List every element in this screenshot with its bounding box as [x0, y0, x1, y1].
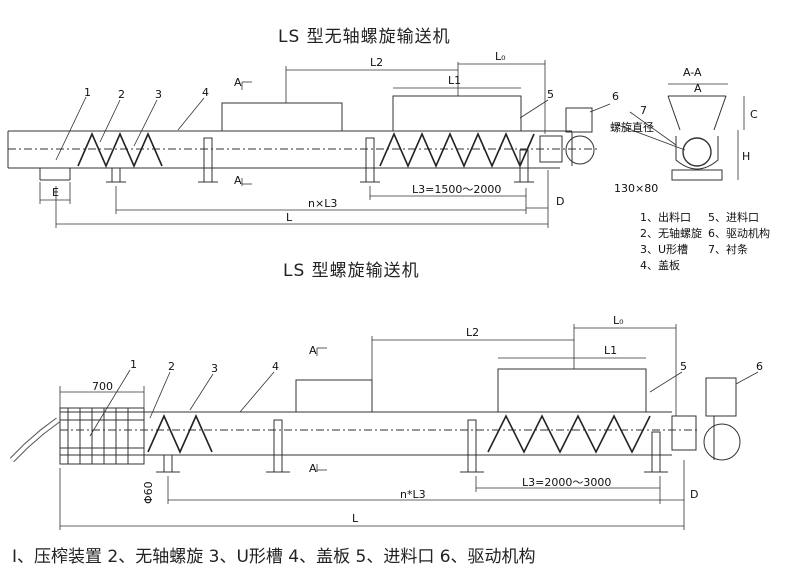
d2-inlet	[295, 368, 647, 413]
d2-dim-nL3: n*L3	[400, 488, 426, 501]
d1-spiral-diameter: 螺旋直径	[610, 120, 654, 134]
d1-dim-L2: L2	[370, 56, 383, 69]
d1-section-dim-A: A	[694, 82, 702, 95]
d2-label-4: 4	[272, 360, 279, 373]
d2-supports	[156, 419, 668, 473]
d2-label-6: 6	[756, 360, 763, 373]
d1-drive	[539, 107, 595, 166]
legend-item: 3、U形槽	[640, 243, 689, 256]
d1-dim-L1: L1	[448, 74, 461, 87]
d1-dimensions	[39, 60, 549, 228]
legend-item: 6、驱动机构	[708, 227, 770, 240]
d1-dim-E: E	[52, 186, 59, 199]
d1-section-dim-C: C	[750, 108, 758, 121]
legend-item: 1、出料口	[640, 211, 691, 224]
d1-dim-L: L	[286, 211, 293, 224]
d2-section-A-bottom: A	[309, 462, 317, 475]
d1-legend: 1、出料口 5、进料口 2、无轴螺旋 6、驱动机构 3、U形槽 7、衬条 4、盖板	[640, 210, 770, 274]
d1-trough	[7, 130, 600, 181]
d2-dim-L0: L₀	[613, 314, 624, 327]
d1-label-3: 3	[155, 88, 162, 101]
d1-bracket-size: 130×80	[614, 182, 658, 195]
d1-section-dim-H: H	[742, 150, 750, 163]
diagram2-title: LS 型螺旋输送机	[283, 261, 420, 281]
d1-dim-L0: L₀	[495, 50, 506, 63]
diagram2-caption: I、压榨装置 2、无轴螺旋 3、U形槽 4、盖板 5、进料口 6、驱动机构	[12, 547, 536, 567]
d2-section-A-top: A	[309, 344, 317, 357]
d1-section-A-top: A	[234, 76, 242, 89]
d1-label-6: 6	[612, 90, 619, 103]
d2-label-5: 5	[680, 360, 687, 373]
d1-inlet	[221, 95, 522, 132]
legend-item: 2、无轴螺旋	[640, 227, 702, 240]
d1-leaders	[55, 96, 611, 161]
d2-dim-phi60: Φ60	[142, 481, 155, 504]
d1-label-5: 5	[547, 88, 554, 101]
legend-row: 2、无轴螺旋 6、驱动机构	[640, 226, 770, 242]
d2-dim-D: D	[690, 488, 698, 501]
d2-dim-L1: L1	[604, 344, 617, 357]
d2-press-device	[9, 407, 145, 465]
legend-item: 5、进料口	[708, 211, 759, 224]
d1-dim-D: D	[556, 195, 564, 208]
legend-item: 7、衬条	[708, 243, 748, 256]
d1-section-view	[617, 83, 745, 181]
legend-row: 3、U形槽 7、衬条	[640, 242, 770, 258]
d2-dim-L3: L3=2000～3000	[522, 476, 611, 489]
section-markers	[241, 81, 327, 472]
legend-item: 4、盖板	[640, 259, 680, 272]
d1-supports	[106, 137, 534, 183]
d2-label-3: 3	[211, 362, 218, 375]
d2-dim-700: 700	[92, 380, 113, 393]
d1-label-4: 4	[202, 86, 209, 99]
d1-label-2: 2	[118, 88, 125, 101]
legend-row: 4、盖板	[640, 258, 770, 274]
d1-shaftless-spiral-2	[379, 132, 535, 168]
d2-label-1: 1	[130, 358, 137, 371]
d2-label-2: 2	[168, 360, 175, 373]
d1-dim-L3: L3=1500～2000	[412, 183, 501, 196]
d1-section-A-bottom: A	[234, 174, 242, 187]
diagram1-title: LS 型无轴螺旋输送机	[278, 27, 451, 47]
d1-label-1: 1	[84, 86, 91, 99]
d2-leaders	[89, 369, 759, 437]
d1-label-7: 7	[640, 104, 647, 117]
d2-dim-L: L	[352, 512, 359, 525]
d2-shaftless-spiral	[147, 414, 213, 454]
d2-drive	[671, 377, 741, 461]
d2-dim-L2: L2	[466, 326, 479, 339]
d2-shaftless-spiral-2	[487, 414, 651, 454]
d1-dim-nL3: n×L3	[308, 197, 337, 210]
d1-shaftless-spiral	[77, 132, 163, 168]
legend-row: 1、出料口 5、进料口	[640, 210, 770, 226]
d1-section-title: A-A	[683, 66, 702, 79]
d2-dimensions	[59, 324, 685, 530]
